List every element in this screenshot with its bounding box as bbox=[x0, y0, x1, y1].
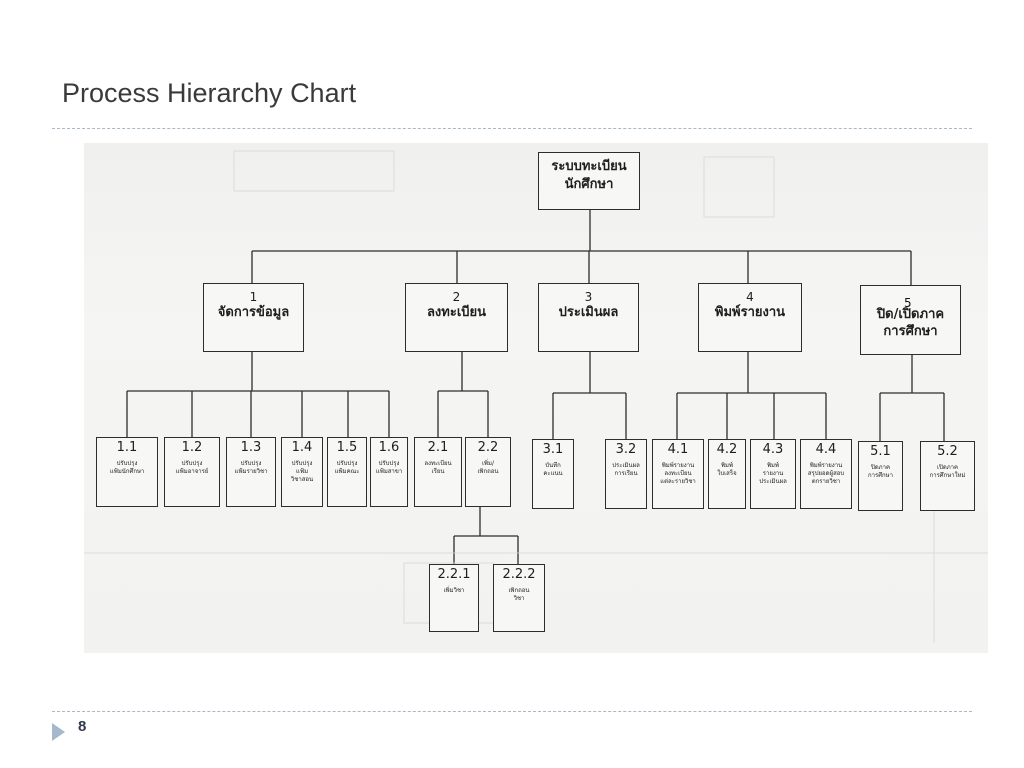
node-label: ลงทะเบียน เรียน bbox=[424, 460, 452, 475]
org-chart-scan: ระบบทะเบียน นักศึกษา 1 จัดการข้อมูล 2 ลง… bbox=[84, 143, 988, 653]
node-label: ลงทะเบียน bbox=[426, 305, 487, 320]
slide-title: Process Hierarchy Chart bbox=[62, 78, 357, 108]
process-node-1-6: 1.6 ปรับปรุง แฟ้มสาขา bbox=[370, 437, 408, 507]
node-number: 1.2 bbox=[181, 440, 203, 455]
node-label: เพิ่มวิชา bbox=[443, 587, 465, 594]
node-number: 1 bbox=[249, 290, 258, 304]
node-label: เพิ่ม/ เพิกถอน bbox=[477, 460, 499, 475]
process-node-3-2: 3.2 ประเมินผล การเรียน bbox=[605, 439, 647, 509]
process-node-3: 3 ประเมินผล bbox=[538, 283, 639, 352]
node-number: 1.5 bbox=[336, 440, 358, 455]
node-label: ปรับปรุง แฟ้มคณะ bbox=[334, 460, 360, 475]
process-node-2-2-2: 2.2.2 เพิกถอน วิชา bbox=[493, 564, 545, 632]
node-label: ปรับปรุง แฟ้มรายวิชา bbox=[234, 460, 268, 475]
node-label: ปรับปรุง แฟ้ม วิชาสอน bbox=[290, 460, 314, 483]
process-node-4-3: 4.3 พิมพ์ รายงาน ประเมินผล bbox=[750, 439, 796, 509]
title-divider bbox=[52, 128, 972, 129]
process-node-1-3: 1.3 ปรับปรุง แฟ้มรายวิชา bbox=[226, 437, 276, 507]
node-number: 4.2 bbox=[716, 442, 738, 457]
node-label: พิมพ์รายงาน bbox=[714, 305, 786, 320]
node-number: 3 bbox=[584, 290, 593, 304]
process-node-2-2-1: 2.2.1 เพิ่มวิชา bbox=[429, 564, 479, 632]
process-node-4-4: 4.4 พิมพ์รายงาน สรุปยอดผู้สอบ ตกรายวิชา bbox=[800, 439, 852, 509]
node-number: 2 bbox=[452, 290, 461, 304]
node-number: 2.1 bbox=[427, 440, 449, 455]
process-node-2-2: 2.2 เพิ่ม/ เพิกถอน bbox=[465, 437, 511, 507]
process-node-4-2: 4.2 พิมพ์ ใบเสร็จ bbox=[708, 439, 746, 509]
node-label: ประเมินผล การเรียน bbox=[612, 462, 640, 477]
footer-divider bbox=[52, 711, 972, 712]
process-node-3-1: 3.1 บันทึก คะแนน bbox=[532, 439, 574, 509]
process-node-1: 1 จัดการข้อมูล bbox=[203, 283, 304, 352]
node-number: 5.2 bbox=[937, 444, 958, 459]
node-label: ปิดภาค การศึกษา bbox=[868, 464, 893, 479]
node-number: 3.2 bbox=[615, 442, 637, 457]
node-label: พิมพ์ รายงาน ประเมินผล bbox=[759, 462, 787, 485]
node-label: ประเมินผล bbox=[558, 305, 619, 320]
process-node-4-1: 4.1 พิมพ์รายงาน ลงทะเบียน แต่ละรายวิชา bbox=[652, 439, 704, 509]
node-label: ปรับปรุง แฟ้มสาขา bbox=[375, 460, 403, 475]
node-label: เปิดภาค การศึกษาใหม่ bbox=[929, 464, 966, 479]
page-number: 8 bbox=[78, 718, 87, 735]
process-node-5: ปิด/เปิดภาค การศึกษา bbox=[860, 285, 961, 355]
process-node-4: 4 พิมพ์รายงาน bbox=[698, 283, 802, 352]
root-node-label: ระบบทะเบียน นักศึกษา bbox=[551, 159, 627, 192]
node-number: 3.1 bbox=[542, 442, 564, 457]
node-number: 2.2.2 bbox=[502, 567, 536, 582]
node-number: 1.4 bbox=[291, 440, 313, 455]
annotation-5: 5 bbox=[904, 296, 912, 310]
process-node-1-1: 1.1 ปรับปรุง แฟ้มนักศึกษา bbox=[96, 437, 158, 507]
root-node: ระบบทะเบียน นักศึกษา bbox=[538, 152, 640, 210]
node-number: 4 bbox=[746, 290, 754, 304]
node-number: 4.1 bbox=[667, 442, 689, 457]
process-node-5-1: 5.1 ปิดภาค การศึกษา bbox=[858, 441, 903, 511]
play-arrow-icon bbox=[52, 723, 65, 741]
node-label: บันทึก คะแนน bbox=[543, 462, 563, 477]
node-label: พิมพ์รายงาน สรุปยอดผู้สอบ ตกรายวิชา bbox=[807, 462, 845, 485]
node-number: 2.2.1 bbox=[437, 567, 471, 582]
process-node-2-1: 2.1 ลงทะเบียน เรียน bbox=[414, 437, 462, 507]
node-number: 1.6 bbox=[378, 440, 400, 455]
connector-lines bbox=[84, 150, 988, 643]
process-node-1-2: 1.2 ปรับปรุง แฟ้มอาจารย์ bbox=[164, 437, 220, 507]
node-number: 1.1 bbox=[116, 440, 138, 455]
node-label: จัดการข้อมูล bbox=[217, 305, 290, 320]
node-number: 2.2 bbox=[477, 440, 499, 455]
process-node-5-2: 5.2 เปิดภาค การศึกษาใหม่ bbox=[920, 441, 975, 511]
node-number: 5.1 bbox=[870, 444, 891, 459]
node-number: 1.3 bbox=[240, 440, 262, 455]
process-node-1-5: 1.5 ปรับปรุง แฟ้มคณะ bbox=[327, 437, 367, 507]
node-label: เพิกถอน วิชา bbox=[508, 587, 530, 602]
node-number: 4.4 bbox=[815, 442, 837, 457]
process-node-1-4: 1.4 ปรับปรุง แฟ้ม วิชาสอน bbox=[281, 437, 323, 507]
node-label: พิมพ์รายงาน ลงทะเบียน แต่ละรายวิชา bbox=[660, 462, 696, 485]
node-label: ปรับปรุง แฟ้มนักศึกษา bbox=[109, 460, 145, 475]
node-label: ปรับปรุง แฟ้มอาจารย์ bbox=[175, 460, 209, 475]
node-label: พิมพ์ ใบเสร็จ bbox=[717, 462, 737, 477]
process-node-2: 2 ลงทะเบียน bbox=[405, 283, 508, 352]
node-label: ปิด/เปิดภาค การศึกษา bbox=[876, 307, 945, 339]
node-number: 4.3 bbox=[762, 442, 784, 457]
